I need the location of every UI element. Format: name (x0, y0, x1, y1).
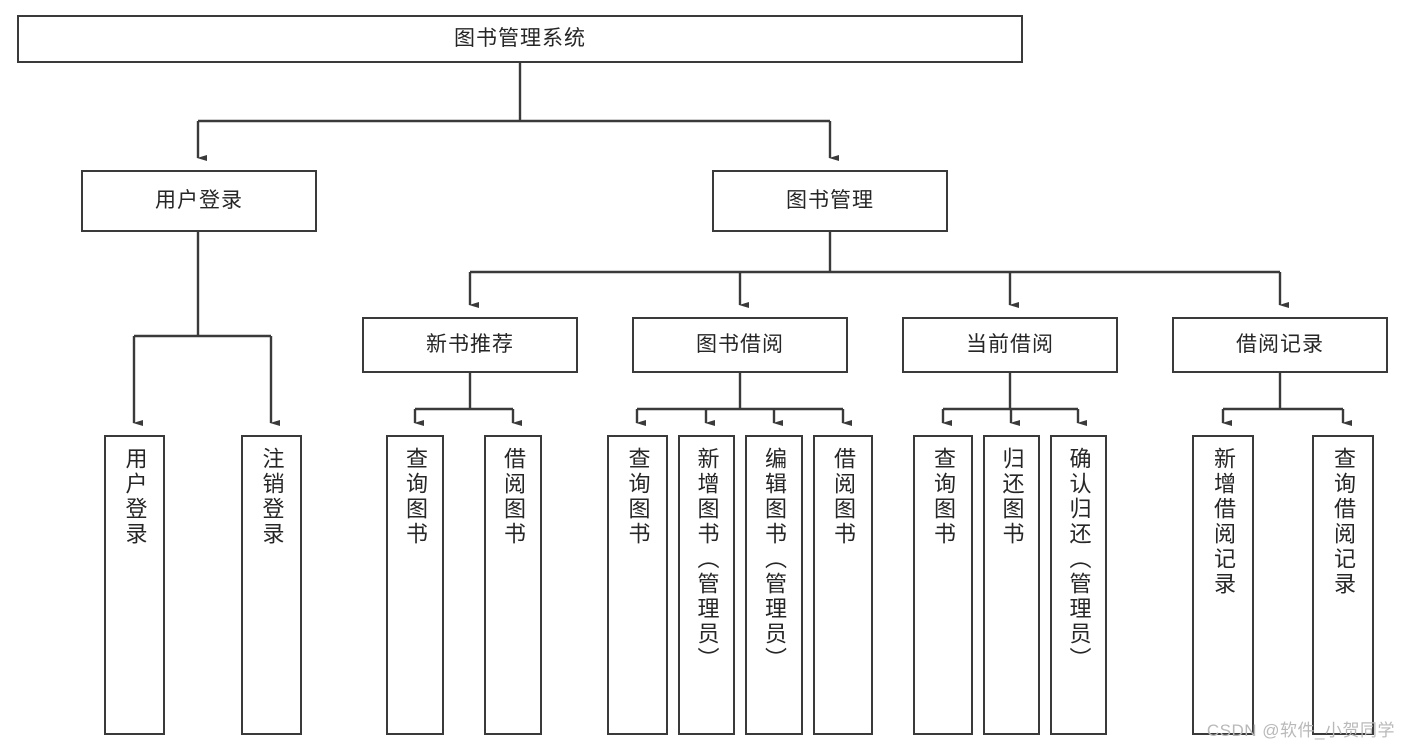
node-leaf-label: 确认归还（管理员） (1066, 447, 1092, 672)
node-leaf-4-查询图书[interactable]: 查询图书 (607, 435, 668, 735)
node-root-system[interactable]: 图书管理系统 (17, 15, 1023, 63)
node-level2-0-用户登录[interactable]: 用户登录 (81, 170, 317, 232)
node-root-label: 图书管理系统 (454, 26, 586, 50)
node-leaf-label: 编辑图书（管理员） (762, 447, 787, 672)
node-level3-0-新书推荐[interactable]: 新书推荐 (362, 317, 578, 373)
node-level3-label: 借阅记录 (1236, 332, 1324, 356)
node-leaf-1-注销登录[interactable]: 注销登录 (241, 435, 302, 735)
node-leaf-6-编辑图书管理员[interactable]: 编辑图书（管理员） (745, 435, 803, 735)
node-level2-1-图书管理[interactable]: 图书管理 (712, 170, 948, 232)
node-level2-label: 用户登录 (155, 188, 243, 212)
node-level3-label: 新书推荐 (426, 332, 514, 356)
node-leaf-label: 查询图书 (931, 447, 956, 547)
node-leaf-label: 新增图书（管理员） (694, 447, 720, 672)
node-level3-label: 图书借阅 (696, 332, 784, 356)
node-leaf-2-查询图书[interactable]: 查询图书 (386, 435, 444, 735)
csdn-watermark: CSDN @软件_小贺同学 (1206, 721, 1395, 740)
node-leaf-label: 借阅图书 (831, 447, 856, 547)
node-leaf-12-查询借阅记录[interactable]: 查询借阅记录 (1312, 435, 1374, 735)
node-leaf-label: 新增借阅记录 (1211, 447, 1236, 597)
node-leaf-9-归还图书[interactable]: 归还图书 (983, 435, 1040, 735)
node-leaf-11-新增借阅记录[interactable]: 新增借阅记录 (1192, 435, 1254, 735)
node-leaf-label: 归还图书 (999, 447, 1025, 547)
node-level2-label: 图书管理 (786, 188, 874, 212)
node-leaf-8-查询图书[interactable]: 查询图书 (913, 435, 973, 735)
node-leaf-label: 借阅图书 (501, 447, 526, 547)
node-leaf-0-用户登录[interactable]: 用户登录 (104, 435, 165, 735)
node-leaf-5-新增图书管理员[interactable]: 新增图书（管理员） (678, 435, 735, 735)
node-level3-label: 当前借阅 (966, 332, 1054, 356)
node-level3-3-借阅记录[interactable]: 借阅记录 (1172, 317, 1388, 373)
node-leaf-7-借阅图书[interactable]: 借阅图书 (813, 435, 873, 735)
node-leaf-3-借阅图书[interactable]: 借阅图书 (484, 435, 542, 735)
node-leaf-label: 注销登录 (259, 447, 285, 547)
node-level3-1-图书借阅[interactable]: 图书借阅 (632, 317, 848, 373)
node-leaf-label: 查询图书 (625, 447, 651, 547)
node-level3-2-当前借阅[interactable]: 当前借阅 (902, 317, 1118, 373)
node-leaf-10-确认归还管理员[interactable]: 确认归还（管理员） (1050, 435, 1107, 735)
node-leaf-label: 查询图书 (403, 447, 428, 547)
node-leaf-label: 查询借阅记录 (1331, 447, 1356, 597)
node-leaf-label: 用户登录 (122, 447, 148, 547)
